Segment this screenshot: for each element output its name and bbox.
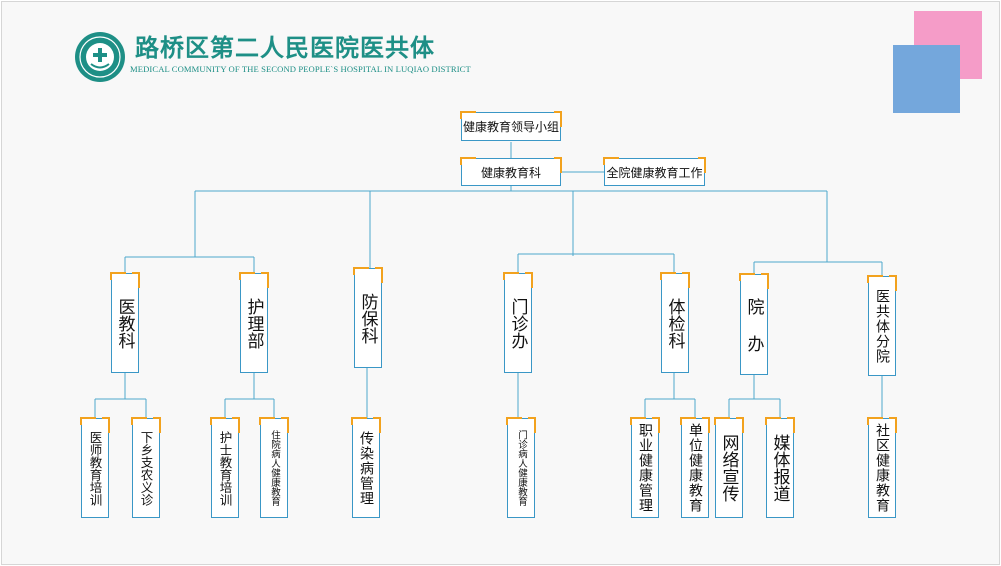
org-box-dept-hospital-office: 院 办 bbox=[739, 273, 769, 375]
leaf-label: 职业健康管理 bbox=[637, 423, 653, 513]
org-box-occupational-health: 职业健康管理 bbox=[630, 417, 660, 518]
dept-label: 体检科 bbox=[664, 297, 685, 349]
decorative-blue-square bbox=[893, 45, 960, 113]
org-box-leader-group: 健康教育领导小组 bbox=[460, 111, 562, 141]
org-box-dept-physical-exam: 体检科 bbox=[660, 272, 690, 373]
org-box-dept-outpatient-office: 门诊办 bbox=[503, 272, 533, 373]
org-box-dept-prevention: 防保科 bbox=[353, 267, 383, 368]
org-box-infectious-disease: 传染病管理 bbox=[351, 417, 381, 518]
hospital-english-name: MEDICAL COMMUNITY OF THE SECOND PEOPLE`S… bbox=[130, 64, 471, 74]
org-box-dept-community-branch: 医共体分院 bbox=[867, 275, 897, 376]
leaf-label: 媒体报道 bbox=[769, 434, 790, 502]
org-box-hospital-wide-work: 全院健康教育工作 bbox=[603, 157, 706, 186]
leaf-label: 传染病管理 bbox=[358, 430, 374, 506]
org-box-health-education-office: 健康教育科 bbox=[460, 157, 562, 186]
org-box-network-promotion: 网络宣传 bbox=[714, 417, 744, 518]
hospital-name: 路桥区第二人民医院医共体 bbox=[135, 34, 435, 62]
org-box-inpatient-education: 住院病人健康教育 bbox=[259, 417, 289, 518]
leaf-label: 网络宣传 bbox=[718, 434, 739, 502]
dept-label: 医共体分院 bbox=[874, 288, 890, 364]
leaf-label: 住院病人健康教育 bbox=[269, 430, 280, 506]
org-box-dept-nursing: 护理部 bbox=[239, 272, 269, 373]
dept-label: 门诊办 bbox=[507, 297, 528, 349]
leaf-label: 社区健康教育 bbox=[874, 423, 890, 513]
dept-label: 防保科 bbox=[357, 292, 378, 344]
hospital-logo-icon bbox=[75, 32, 125, 82]
org-box-outpatient-education: 门诊病人健康教育 bbox=[506, 417, 536, 518]
leaf-label: 医师教育培训 bbox=[87, 430, 103, 506]
leaf-label: 护士教育培训 bbox=[217, 430, 233, 506]
leaf-label: 单位健康教育 bbox=[687, 423, 703, 513]
dept-label: 院 办 bbox=[743, 297, 764, 352]
dept-label: 医教科 bbox=[114, 297, 135, 349]
org-box-nurse-training: 护士教育培训 bbox=[210, 417, 240, 518]
dept-label: 护理部 bbox=[243, 297, 264, 349]
org-box-media-report: 媒体报道 bbox=[765, 417, 795, 518]
org-box-rural-clinic: 下乡支农义诊 bbox=[131, 417, 161, 518]
leaf-label: 下乡支农义诊 bbox=[138, 430, 154, 506]
org-box-physician-training: 医师教育培训 bbox=[80, 417, 110, 518]
org-box-dept-medical-education: 医教科 bbox=[110, 272, 140, 373]
org-box-unit-education: 单位健康教育 bbox=[680, 417, 710, 518]
leaf-label: 门诊病人健康教育 bbox=[516, 430, 527, 506]
org-box-community-education: 社区健康教育 bbox=[867, 417, 897, 518]
